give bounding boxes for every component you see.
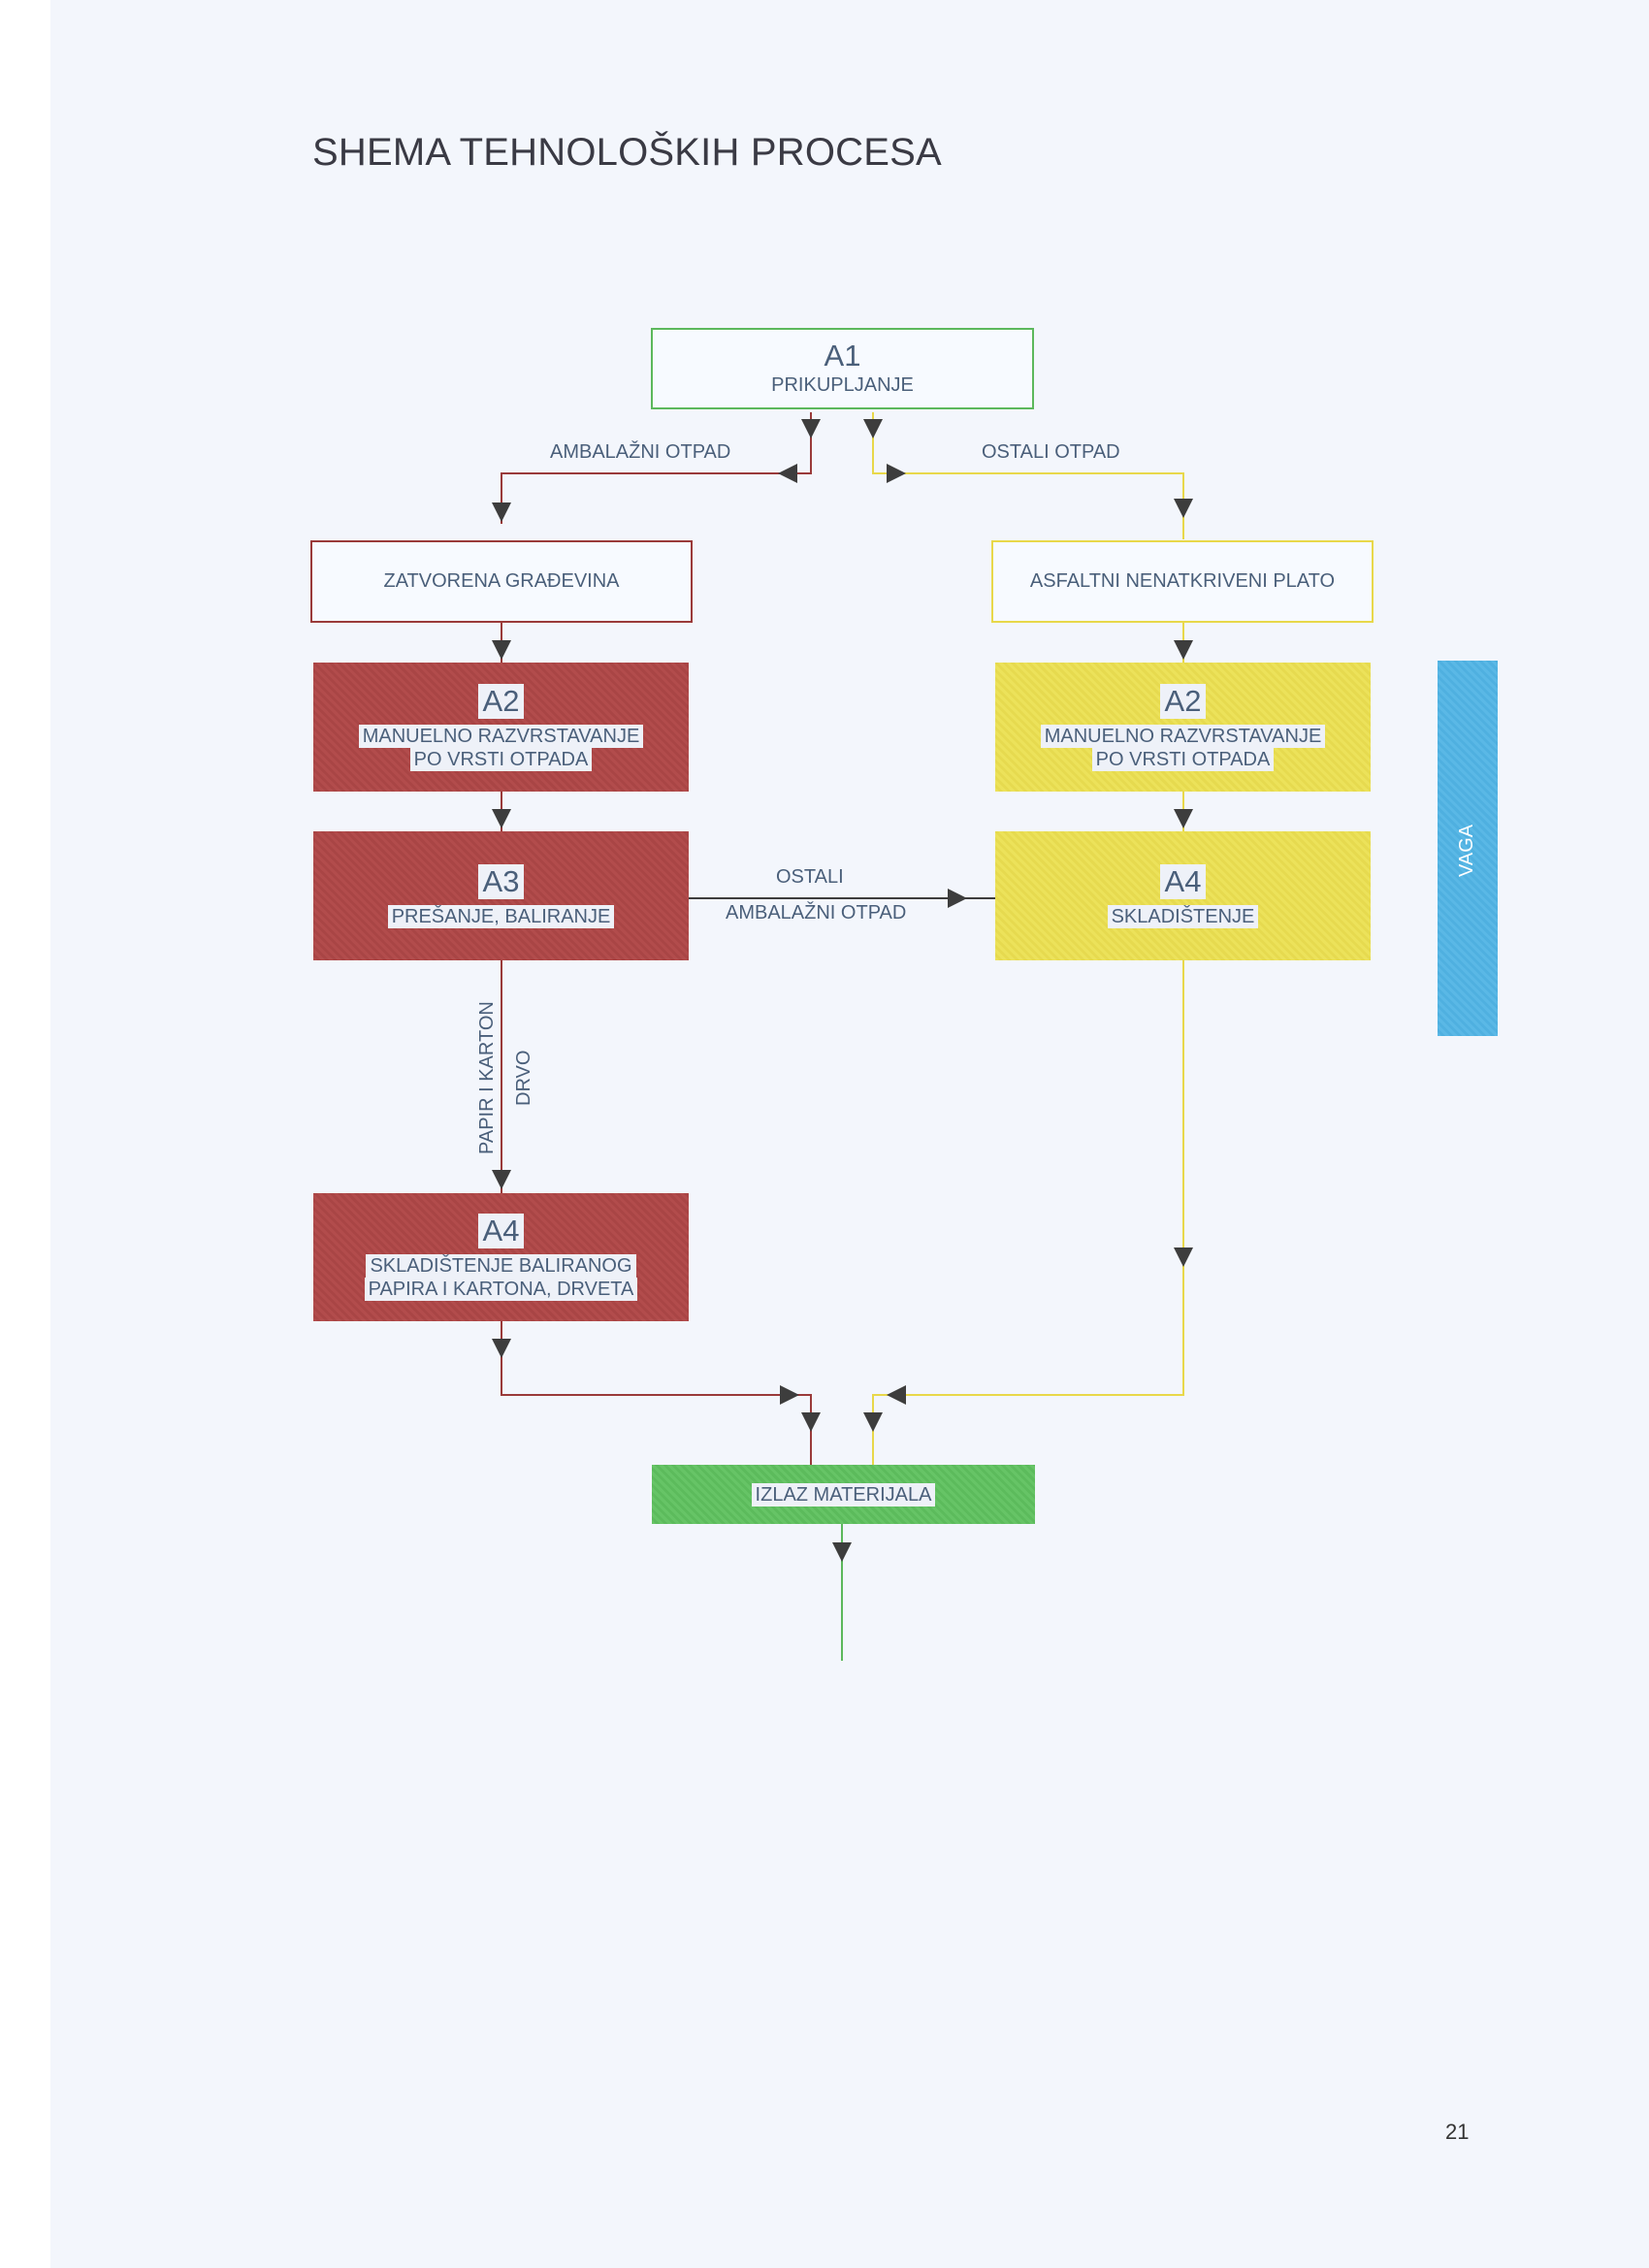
node-label-line2: PO VRSTI OTPADA (409, 747, 593, 771)
node-code: A4 (477, 1214, 525, 1248)
node-label: IZLAZ MATERIJALA (751, 1482, 936, 1507)
node-code: A3 (477, 863, 525, 899)
arrow-down-icon (1174, 499, 1193, 518)
node-label: PREŠANJE, BALIRANJE (387, 904, 615, 928)
arrow-down-icon (863, 419, 883, 438)
arrow-down-icon (492, 1339, 511, 1358)
node-closed-building[interactable]: ZATVORENA GRAĐEVINA (310, 540, 693, 623)
node-label: PRIKUPLJANJE (771, 373, 914, 396)
edge-label-other-line2: AMBALAŽNI OTPAD (726, 902, 907, 923)
node-code: A2 (1159, 683, 1207, 719)
node-asphalt-plateau[interactable]: ASFALTNI NENATKRIVENI PLATO (991, 540, 1374, 623)
node-label: SKLADIŠTENJE (1107, 904, 1259, 928)
edge-label-wood: DRVO (513, 1050, 534, 1106)
edge-label-paper-cardboard: PAPIR I KARTON (476, 1001, 498, 1154)
node-scale[interactable] (1438, 661, 1498, 1036)
node-label: ZATVORENA GRAĐEVINA (383, 570, 620, 592)
edge-label-other-line1: OSTALI (776, 866, 844, 888)
node-a4-storage-red[interactable]: A4 SKLADIŠTENJE BALIRANOG PAPIRA I KARTO… (313, 1193, 689, 1321)
node-code: A4 (1159, 863, 1207, 899)
arrow-down-icon (1174, 1247, 1193, 1267)
arrow-down-icon (492, 640, 511, 660)
arrow-down-icon (832, 1542, 852, 1562)
node-a4-storage-yellow[interactable]: A4 SKLADIŠTENJE (995, 831, 1371, 960)
arrow-left-icon (887, 1385, 906, 1405)
node-label-line2: PO VRSTI OTPADA (1091, 747, 1275, 771)
node-code: A2 (477, 683, 525, 719)
arrow-down-icon (801, 419, 821, 438)
line-a4-to-output (501, 1319, 812, 1465)
arrow-down-icon (492, 1170, 511, 1189)
node-label-line1: SKLADIŠTENJE BALIRANOG (366, 1254, 636, 1278)
node-label-line2: PAPIRA I KARTONA, DRVETA (364, 1278, 638, 1301)
edge-label-packaging-waste: AMBALAŽNI OTPAD (550, 441, 731, 463)
flow-arrows (492, 419, 1193, 1562)
arrow-down-icon (492, 809, 511, 828)
node-label-line1: MANUELNO RAZVRSTAVANJE (1040, 724, 1326, 748)
page-title: SHEMA TEHNOLOŠKIH PROCESA (312, 131, 942, 174)
node-a2-manual-sorting-yellow[interactable]: A2 MANUELNO RAZVRSTAVANJE PO VRSTI OTPAD… (995, 663, 1371, 792)
arrow-down-icon (492, 502, 511, 522)
arrow-right-icon (948, 889, 967, 908)
arrow-down-icon (1174, 809, 1193, 828)
arrow-right-icon (780, 1385, 799, 1405)
arrow-down-icon (1174, 640, 1193, 660)
line-a4-to-output-yellow (872, 958, 1184, 1465)
arrow-down-icon (863, 1412, 883, 1432)
arrow-right-icon (887, 464, 906, 483)
arrow-down-icon (801, 1412, 821, 1432)
line-a1-to-plateau (872, 412, 1184, 539)
edge-label-other-waste: OSTALI OTPAD (982, 441, 1120, 463)
node-material-output[interactable]: IZLAZ MATERIJALA (652, 1465, 1035, 1524)
node-a3-pressing-baling[interactable]: A3 PREŠANJE, BALIRANJE (313, 831, 689, 960)
node-label-line1: MANUELNO RAZVRSTAVANJE (358, 724, 644, 748)
node-a2-manual-sorting-red[interactable]: A2 MANUELNO RAZVRSTAVANJE PO VRSTI OTPAD… (313, 663, 689, 792)
line-a1-to-closed-building (501, 412, 812, 524)
page-number: 21 (1445, 2120, 1470, 2144)
page-margin (0, 0, 50, 2268)
scale-label: VAGA (1456, 824, 1477, 877)
node-label: ASFALTNI NENATKRIVENI PLATO (1029, 570, 1336, 592)
node-code: A1 (824, 339, 861, 373)
node-a1-collection[interactable]: A1 PRIKUPLJANJE (651, 328, 1034, 409)
arrow-left-icon (778, 464, 797, 483)
